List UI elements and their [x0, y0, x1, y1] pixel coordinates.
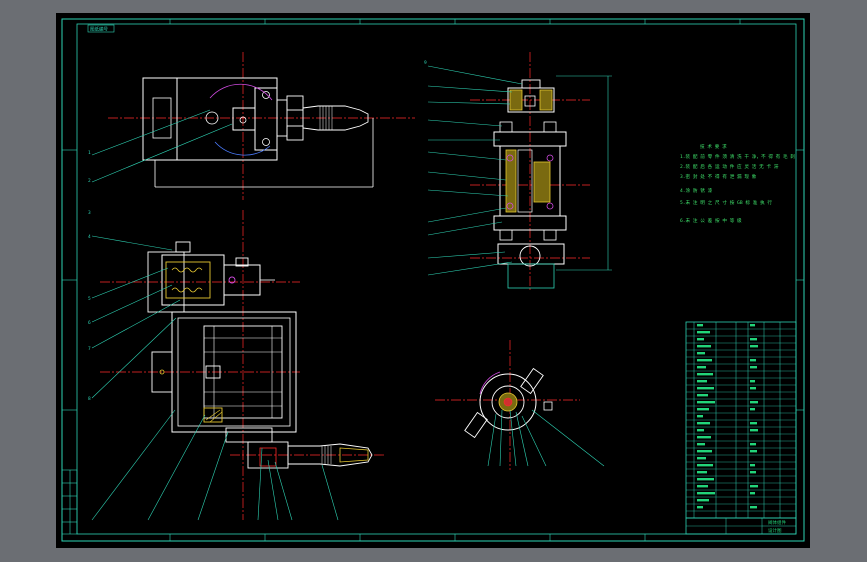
parts-cell-mark [750, 387, 756, 390]
parts-cell-mark [697, 492, 715, 495]
note-line: 6.未 注 公 差 按 中 等 级 [680, 217, 742, 224]
parts-cell-mark [697, 478, 714, 481]
parts-cell-mark [750, 338, 757, 341]
parts-cell-mark [697, 499, 709, 502]
parts-cell-mark [697, 352, 705, 355]
top-view[interactable]: 1 2 [88, 52, 415, 200]
parts-cell-mark [750, 471, 756, 474]
parts-cell-mark [750, 422, 757, 425]
parts-cell-mark [750, 401, 758, 404]
note-line: 4.涂 防 锈 漆 [680, 187, 713, 194]
parts-cell-mark [750, 485, 758, 488]
parts-cell-mark [697, 464, 713, 467]
parts-cell-mark [697, 373, 713, 376]
zone-ticks [62, 19, 804, 541]
parts-cell-mark [697, 506, 703, 509]
parts-cell-mark [697, 331, 710, 334]
parts-cell-mark [697, 485, 708, 488]
parts-cell-mark [750, 429, 758, 432]
round-detail-view[interactable] [435, 340, 605, 470]
title-block-name: 阀体组件 [768, 519, 786, 526]
title-block-number: 设计图 [768, 527, 782, 534]
leader-label: 8 [88, 396, 91, 402]
parts-cell-mark [697, 338, 704, 341]
parts-list[interactable] [685, 321, 797, 519]
revision-strip [61, 469, 78, 535]
corner-stamp: 图纸编号 [87, 24, 115, 33]
leader-label: 7 [88, 346, 91, 352]
parts-cell-mark [750, 408, 755, 411]
parts-cell-mark [750, 450, 757, 453]
parts-cell-mark [697, 394, 708, 397]
leader-label: 1 [88, 150, 91, 156]
parts-cell-mark [750, 380, 755, 383]
parts-cell-mark [697, 380, 707, 383]
notes-heading: 技 术 要 求 [700, 143, 727, 150]
parts-cell-mark [697, 324, 703, 327]
parts-cell-mark [697, 387, 714, 390]
parts-cell-mark [697, 345, 711, 348]
parts-cell-mark [750, 443, 756, 446]
parts-cell-mark [697, 436, 711, 439]
parts-cell-mark [697, 471, 707, 474]
leader-label: 4 [88, 234, 91, 240]
side-section-view[interactable]: 9 [424, 52, 612, 290]
leader-label: 9 [424, 60, 427, 66]
note-line: 1.装 配 前 零 件 须 清 洗 干 净，不 得 有 毛 刺 [680, 153, 795, 160]
note-line: 2.装 配 后 各 运 动 件 应 灵 活 无 卡 滞 [680, 163, 779, 170]
parts-cell-mark [697, 408, 709, 411]
parts-cell-mark [697, 443, 705, 446]
parts-cell-mark [697, 366, 706, 369]
parts-cell-mark [697, 457, 706, 460]
parts-cell-mark [750, 324, 755, 327]
corner-stamp-text: 图纸编号 [90, 26, 108, 33]
leader-label: 2 [88, 178, 91, 184]
technical-notes: 技 术 要 求 1.装 配 前 零 件 须 清 洗 干 净，不 得 有 毛 刺 … [680, 143, 795, 224]
parts-cell-mark [750, 464, 755, 467]
parts-cell-mark [697, 450, 712, 453]
parts-cell-mark [750, 359, 756, 362]
parts-cell-mark [697, 429, 704, 432]
parts-cell-mark [697, 415, 703, 418]
leader-label: 6 [88, 320, 91, 326]
parts-cell-mark [750, 366, 757, 369]
leader-label: 3 [88, 210, 91, 216]
front-section-view[interactable]: 3 4 5 6 7 8 [88, 210, 385, 521]
title-block[interactable]: 阀体组件 设计图 [685, 517, 797, 535]
note-line: 3.密 封 处 不 得 有 泄 漏 现 象 [680, 173, 757, 180]
inner-frame [76, 23, 797, 535]
drawing-sheet[interactable] [56, 13, 810, 548]
note-line: 5.未 注 明 之 尺 寸 按 GB 标 准 执 行 [680, 199, 772, 206]
parts-cell-mark [697, 401, 715, 404]
parts-cell-mark [750, 345, 758, 348]
parts-cell-mark [750, 506, 757, 509]
parts-cell-mark [697, 422, 710, 425]
leader-label: 5 [88, 296, 91, 302]
parts-cell-mark [697, 359, 712, 362]
parts-cell-mark [750, 492, 755, 495]
